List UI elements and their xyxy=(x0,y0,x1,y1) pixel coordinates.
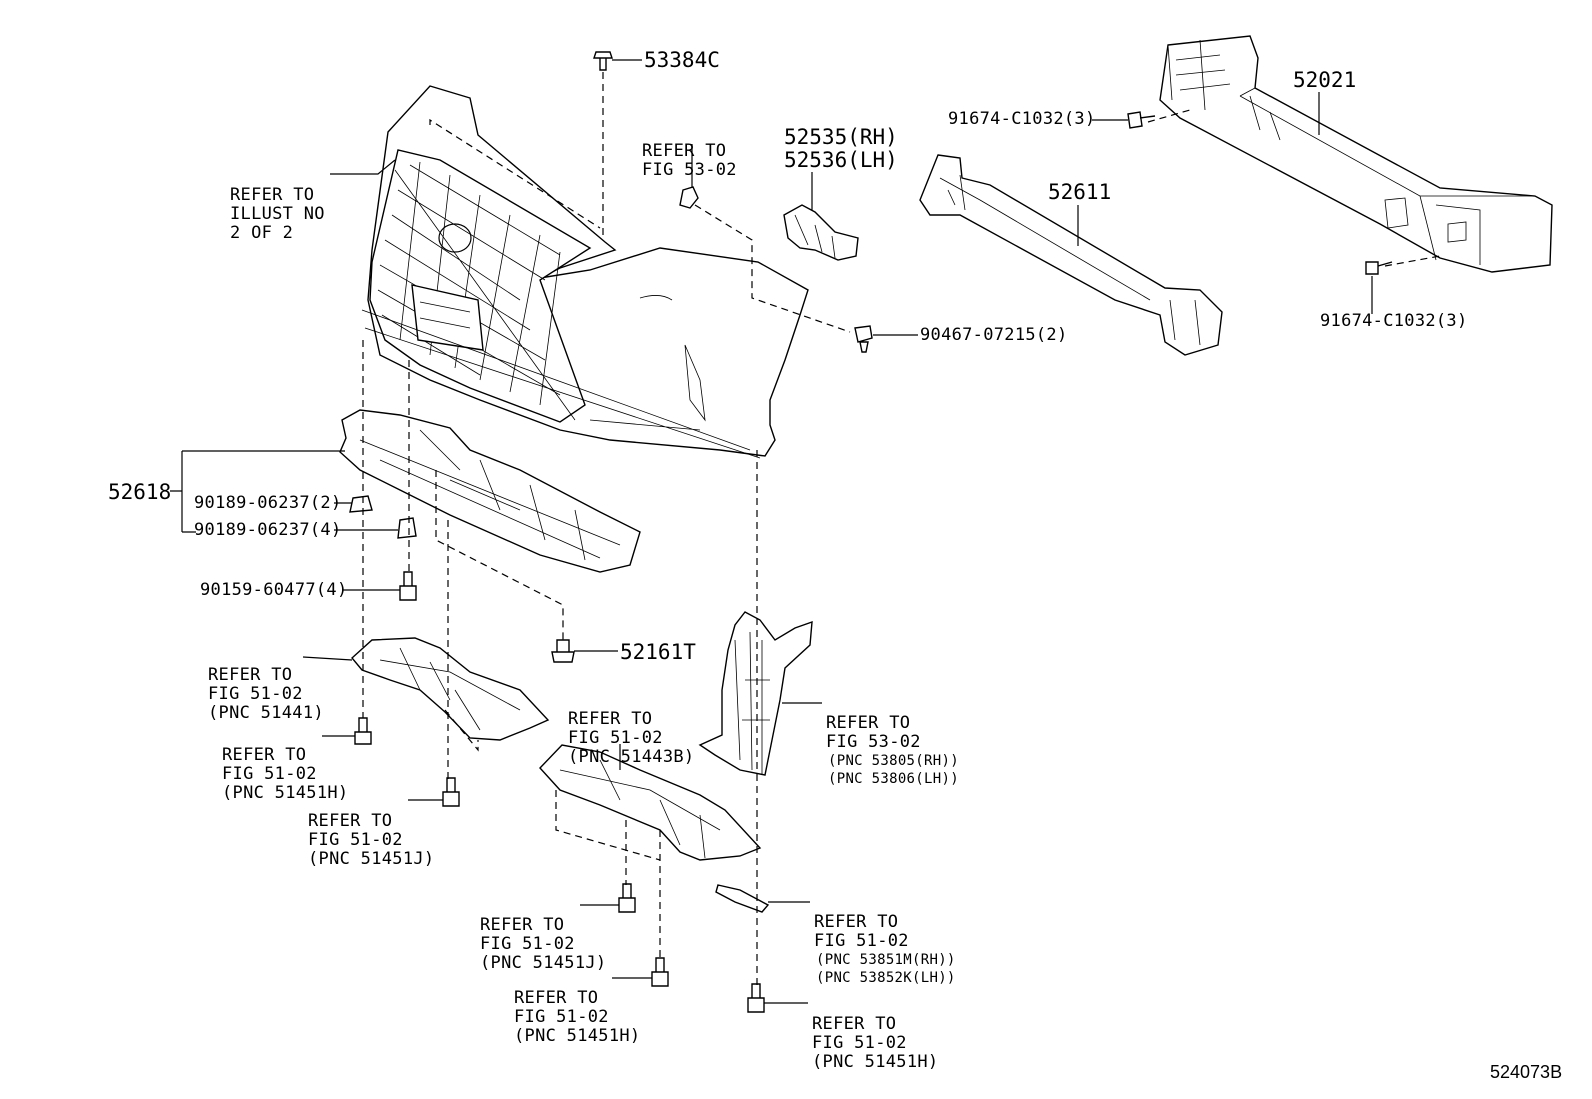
refer-pnc-53851M: (PNC 53851M(RH))(PNC 53852K(LH)) xyxy=(816,952,956,986)
bracket-52535 xyxy=(783,204,859,261)
bumper-cover xyxy=(361,85,809,459)
part-52161T: 52161T xyxy=(620,640,696,664)
energy-absorber-52611 xyxy=(919,154,1223,356)
assembly-lines xyxy=(362,72,1441,985)
fender-liner-53805 xyxy=(698,611,813,776)
part-90189-b: 90189-06237(4) xyxy=(194,520,342,540)
bracket-53851M xyxy=(715,884,770,913)
part-91674-bottom: 91674-C1032(3) xyxy=(1320,311,1468,331)
under-panel-51441 xyxy=(351,637,550,741)
refer-pnc-53805: (PNC 53805(RH))(PNC 53806(LH)) xyxy=(828,753,959,787)
part-90159: 90159-60477(4) xyxy=(200,580,348,600)
bumper-reinforcement-52021 xyxy=(1159,35,1553,273)
part-90467: 90467-07215(2) xyxy=(920,325,1068,345)
part-52021: 52021 xyxy=(1293,68,1357,92)
part-52536: 52536(LH) xyxy=(784,148,898,172)
diagram-code: 524073B xyxy=(1490,1062,1563,1082)
part-53384C: 53384C xyxy=(644,48,720,72)
under-panel-51443B xyxy=(539,744,762,861)
part-90189-a: 90189-06237(2) xyxy=(194,493,342,513)
fasteners xyxy=(349,51,1393,1013)
part-91674-top: 91674-C1032(3) xyxy=(948,109,1096,129)
part-52611: 52611 xyxy=(1048,180,1112,204)
leader-lines xyxy=(170,59,1373,1004)
part-52618: 52618 xyxy=(108,480,172,504)
lower-cover-52618 xyxy=(339,409,641,573)
part-52535: 52535(RH) xyxy=(784,125,898,149)
